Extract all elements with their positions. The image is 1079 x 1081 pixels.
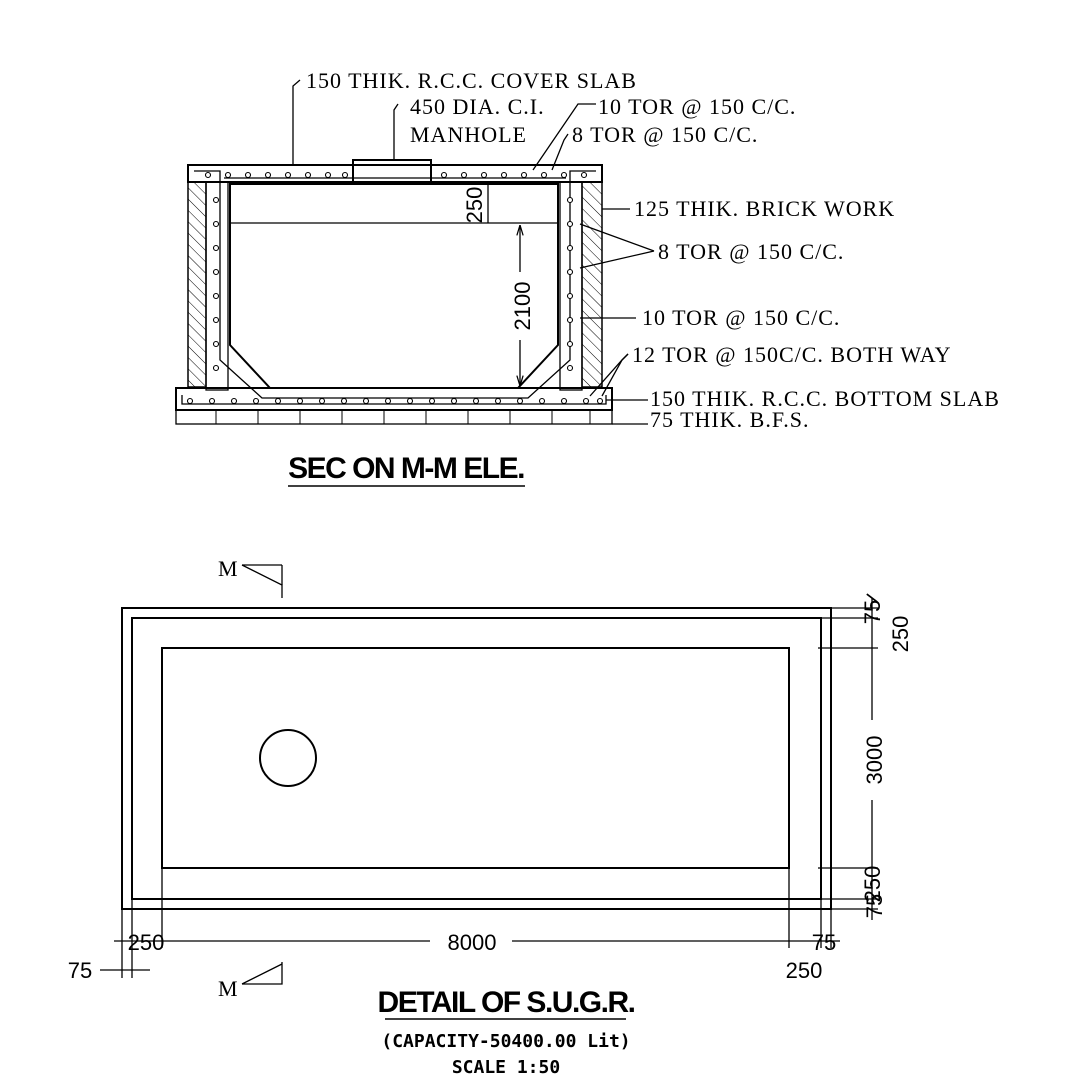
plan-scale: SCALE 1:50 [452,1057,560,1078]
plan-tank-inner [161,647,790,869]
label-cover-slab: 150 THIK. R.C.C. COVER SLAB [306,68,637,93]
rebar-dots-walls [212,196,574,372]
rebar-dots-top [204,171,588,179]
dim-2100: 2100 [510,282,535,331]
dim-75-left: 75 [68,958,92,983]
dim-250-right: 250 [786,958,823,983]
svg-text:M: M [218,556,239,581]
section-leaders [292,79,655,425]
section-marker-icon: M [218,556,283,598]
svg-text:M: M [218,976,239,1001]
plan-outer-edge [121,607,832,910]
label-bfs: 75 THIK. B.F.S. [650,407,810,432]
section-title: SEC ON M-M ELE. [288,452,524,485]
rcc-wall-left [205,181,229,391]
dim-8000: 8000 [448,930,497,955]
dim-250-right-bottom: 250 [860,866,885,903]
label-manhole-2: MANHOLE [410,122,527,147]
manhole-frame [352,159,432,183]
manhole-circle-icon [259,729,317,787]
plan-capacity: (CAPACITY-50400.00 Lit) [381,1031,630,1052]
brick-wall-left [187,181,207,388]
label-bottom-slab: 150 THIK. R.C.C. BOTTOM SLAB [650,386,1000,411]
brick-wall-right [581,181,603,388]
plan-view: M M 75 250 3000 250 75 [68,556,913,1078]
plan-dims-bottom [100,868,840,978]
label-tor10-wall: 10 TOR @ 150 C/C. [642,305,840,330]
rcc-wall-right [559,181,583,391]
rebar-outer-left [194,170,596,399]
section-marker-icon: M [218,962,283,1001]
plan-dims-right [818,593,878,920]
dim-250-right-top: 250 [888,616,913,653]
bottom-slab [175,387,613,411]
dim-75-right-top: 75 [860,600,885,624]
plan-wall-outer [131,617,822,900]
label-tor8-wall: 8 TOR @ 150 C/C. [658,239,844,264]
bfs-joints [215,410,591,424]
label-manhole-1: 450 DIA. C.I. [410,94,545,119]
dim-75-right-bottom: 75 [862,894,887,918]
label-tor8-top: 8 TOR @ 150 C/C. [572,122,758,147]
tank-inner-outline [229,183,559,389]
rebar-dots-bottom [186,397,604,405]
plan-title: DETAIL OF S.U.G.R. [378,986,635,1019]
section-view: 250 2100 150 THIK. R.C.C. COVER SLAB 450… [175,68,1000,487]
dim-250-top: 250 [462,187,487,224]
dim-3000: 3000 [862,736,887,785]
dim-250-left: 250 [128,930,165,955]
label-tor12: 12 TOR @ 150C/C. BOTH WAY [632,342,952,367]
label-brick: 125 THIK. BRICK WORK [634,196,895,221]
label-tor10-top: 10 TOR @ 150 C/C. [598,94,796,119]
bfs-layer [175,409,613,425]
dim-75-right: 75 [812,930,836,955]
